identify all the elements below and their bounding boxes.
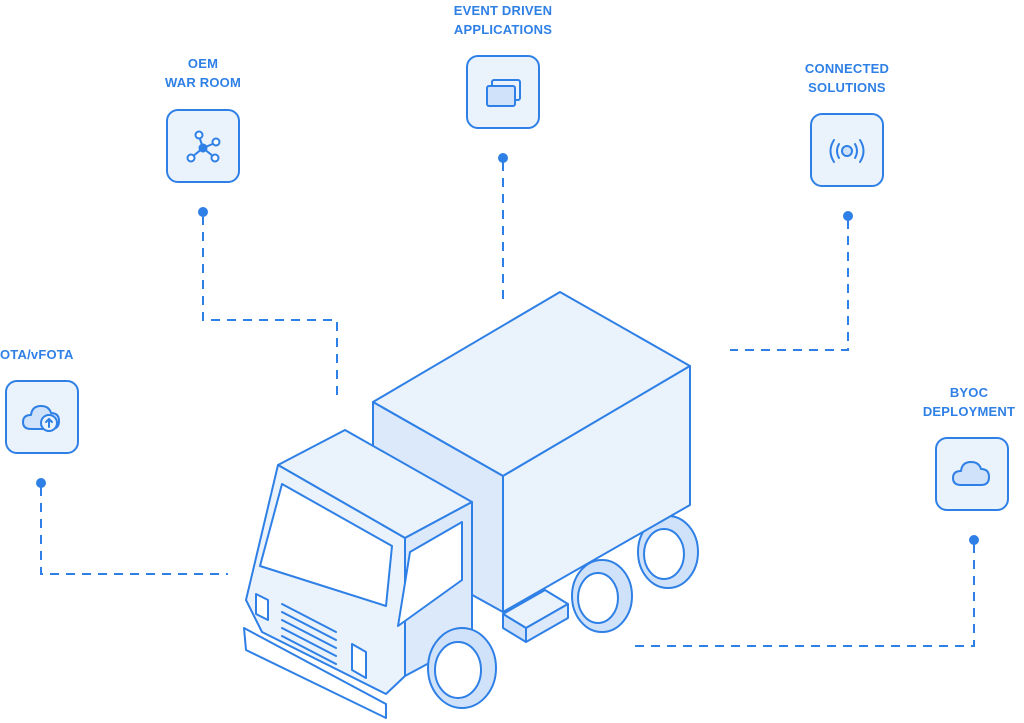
fuel-tank xyxy=(502,589,569,643)
cloud-icon xyxy=(952,461,990,486)
event-driven-box xyxy=(466,55,540,129)
connected-solutions-box xyxy=(810,113,884,187)
cloud-upload-icon xyxy=(22,405,60,432)
truck-cab xyxy=(243,429,473,719)
rear-wheel-front xyxy=(571,559,633,633)
label-ota: OTA/vFOTA xyxy=(0,347,74,362)
connector-ota xyxy=(40,487,228,575)
connector-dot-event xyxy=(498,153,508,163)
connector-oem xyxy=(202,216,338,398)
connector-dot-byoc xyxy=(969,535,979,545)
connector-byoc xyxy=(628,544,975,647)
connector-dot-connected xyxy=(843,211,853,221)
rear-wheel-back xyxy=(637,515,699,589)
byoc-deployment-box xyxy=(935,437,1009,511)
oem-war-room-box xyxy=(166,109,240,183)
network-graph-icon xyxy=(186,130,221,163)
connector-dot-oem xyxy=(198,207,208,217)
ota-box xyxy=(5,380,79,454)
broadcast-signal-icon xyxy=(829,139,865,163)
connector-connected xyxy=(730,220,849,351)
stacked-windows-icon xyxy=(486,79,521,107)
front-wheel xyxy=(427,627,497,709)
connector-dot-ota xyxy=(36,478,46,488)
